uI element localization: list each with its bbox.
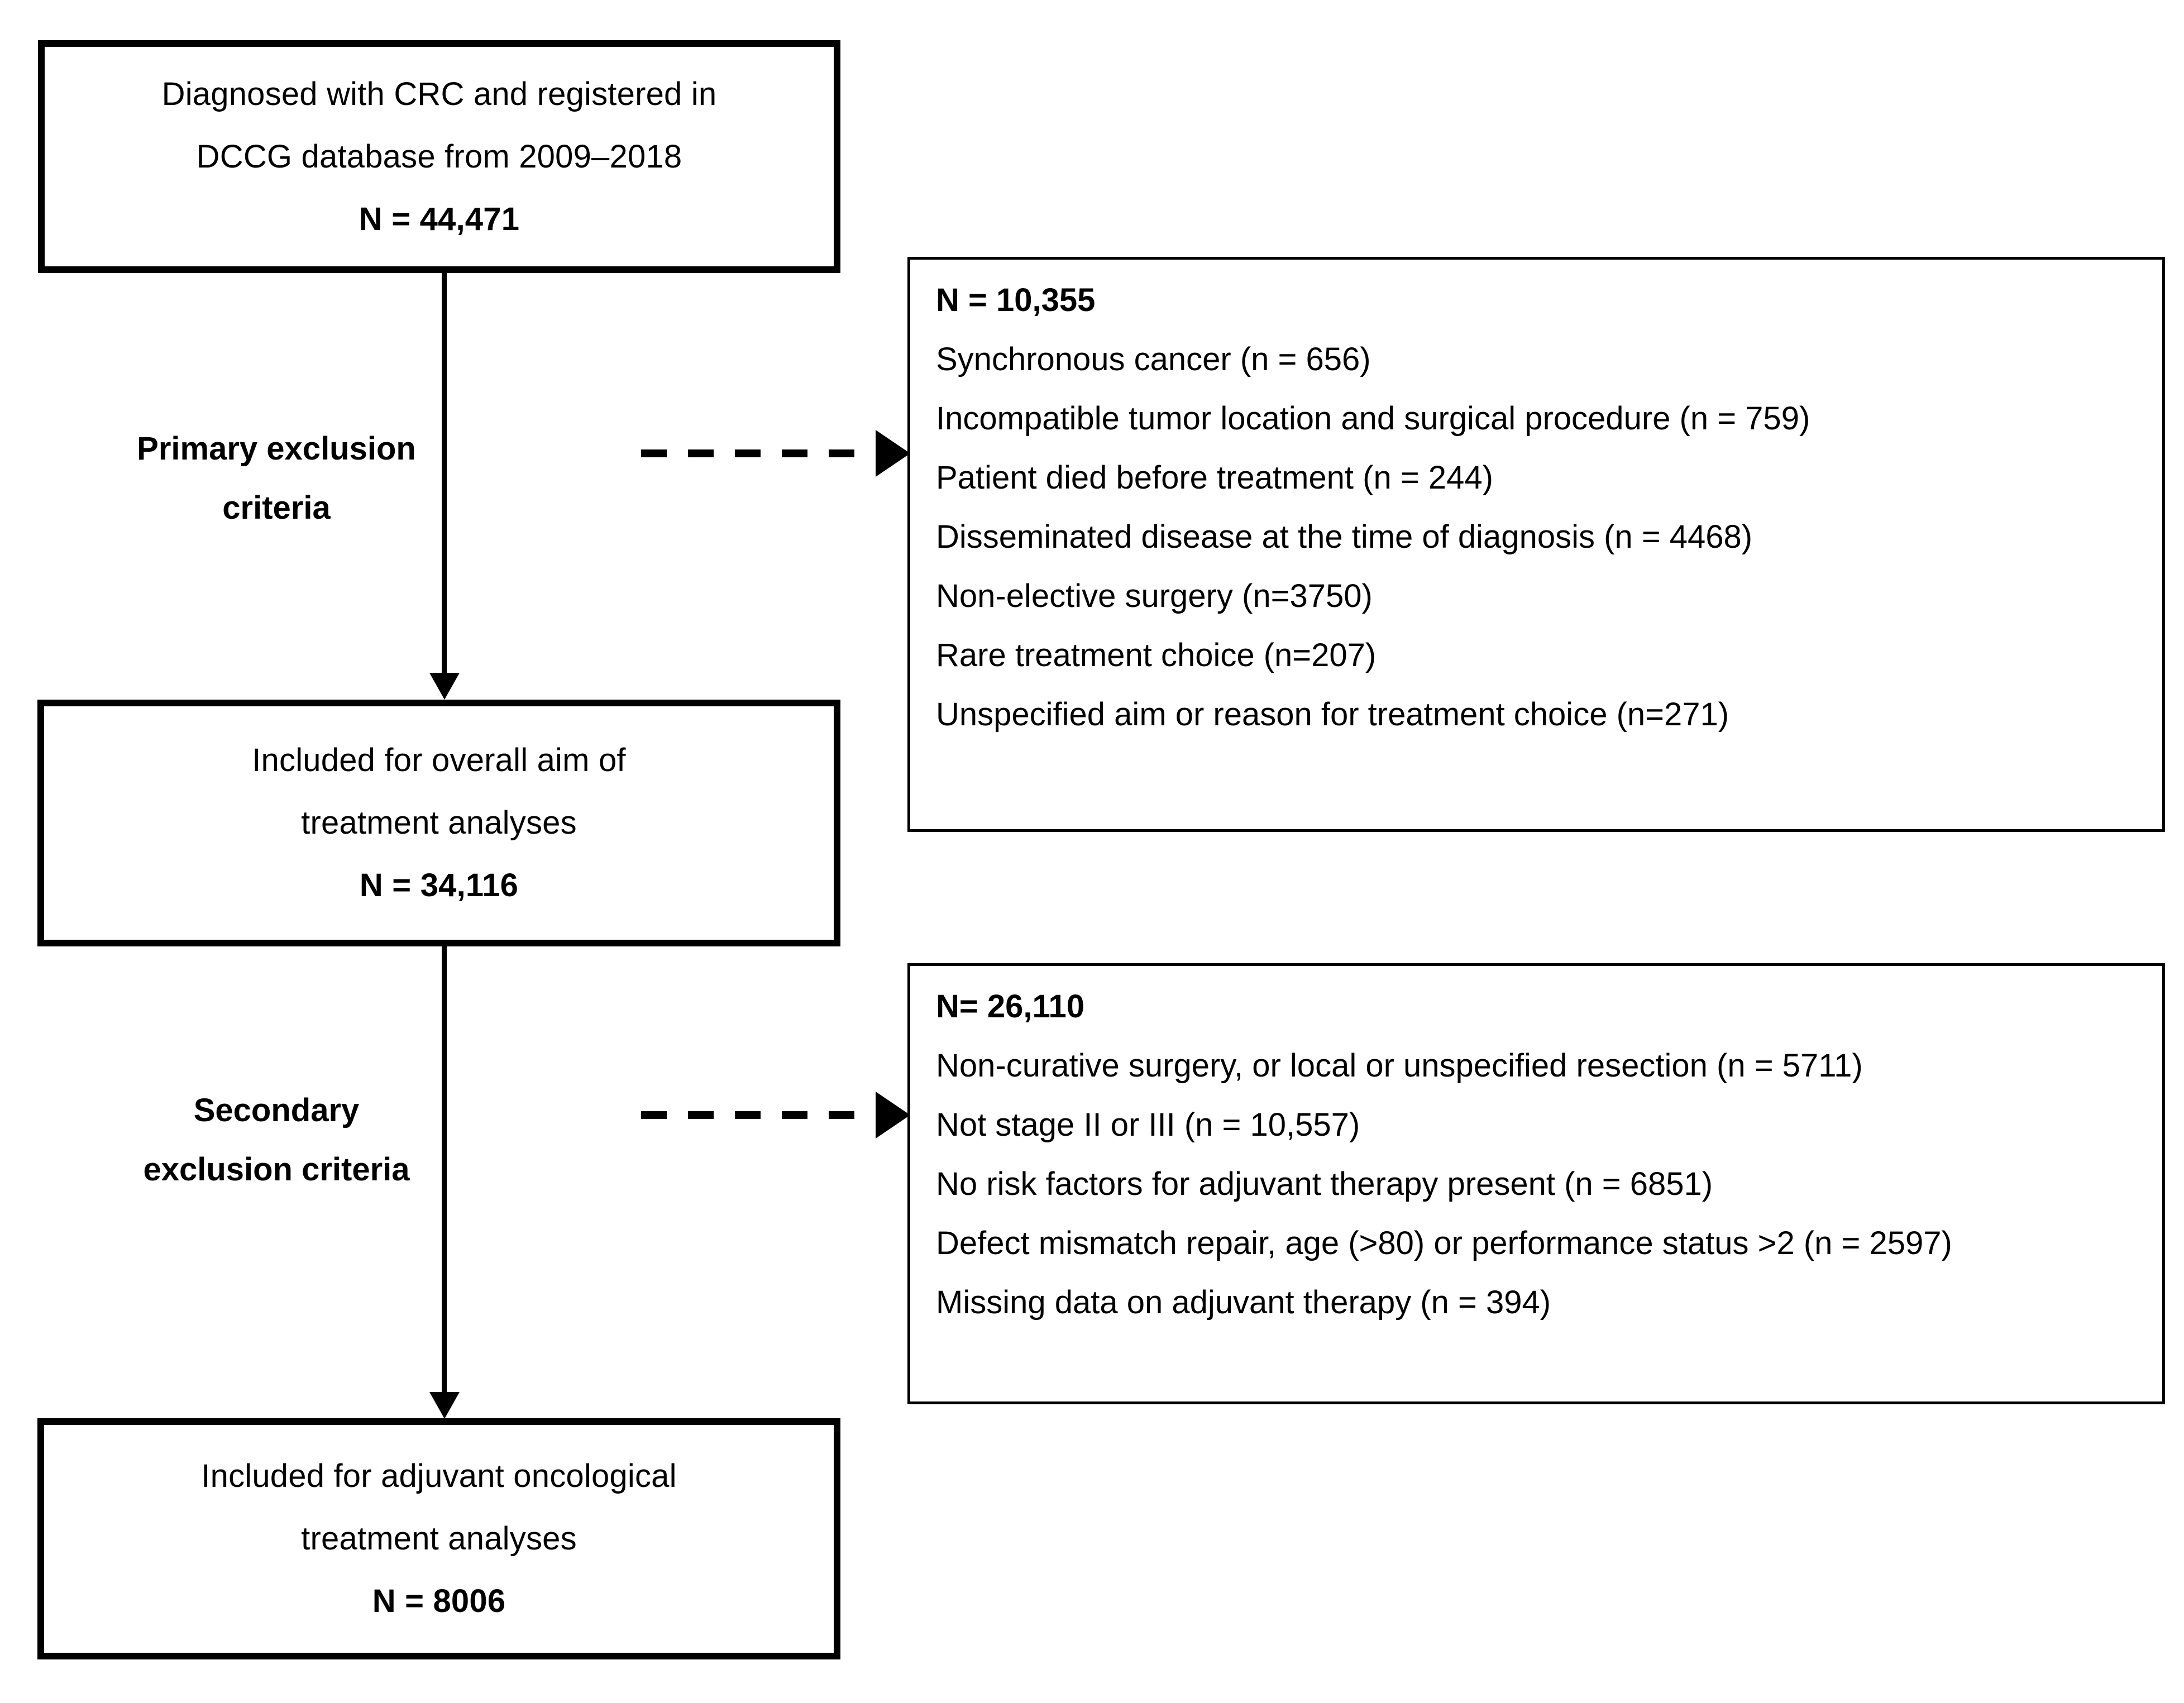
step-label-secondary-line2: exclusion criteria: [143, 1151, 410, 1188]
primary-exclusion-item: Incompatible tumor location and surgical…: [936, 400, 1810, 437]
step-label-primary-line2: criteria: [222, 490, 331, 526]
box-overall-included-count: N = 34,116: [359, 867, 519, 903]
dashed-arrowhead-primary: [876, 430, 910, 477]
box-overall-included-line1: Included for overall aim of: [252, 742, 626, 778]
secondary-exclusion-item: Not stage II or III (n = 10,557): [936, 1107, 1360, 1143]
primary-exclusion-item: Unspecified aim or reason for treatment …: [936, 696, 1729, 733]
connector-line-primary: [442, 273, 447, 674]
secondary-exclusion-item: Non-curative surgery, or local or unspec…: [936, 1047, 1863, 1084]
connector-arrowhead-primary: [429, 673, 460, 700]
primary-exclusion-item: Synchronous cancer (n = 656): [936, 341, 1371, 377]
primary-exclusion-item: Patient died before treatment (n = 244): [936, 460, 1493, 496]
step-label-primary-line1: Primary exclusion: [137, 430, 416, 467]
dashed-connector-secondary: [641, 1111, 904, 1119]
box-source-cohort-count: N = 44,471: [359, 200, 520, 237]
box-adjuvant-included-line2: treatment analyses: [301, 1520, 577, 1557]
box-source-cohort: Diagnosed with CRC and registered in DCC…: [38, 40, 840, 273]
step-label-secondary-exclusion: Secondary exclusion criteria: [112, 1094, 441, 1186]
step-label-secondary-line1: Secondary: [193, 1092, 360, 1128]
secondary-exclusion-total: N= 26,110: [936, 988, 1085, 1025]
box-primary-exclusions: N = 10,355 Synchronous cancer (n = 656) …: [907, 257, 2165, 832]
secondary-exclusion-item: Defect mismatch repair, age (>80) or per…: [936, 1225, 1952, 1261]
primary-exclusion-item: Disseminated disease at the time of diag…: [936, 519, 1753, 555]
secondary-exclusion-item: Missing data on adjuvant therapy (n = 39…: [936, 1284, 1551, 1321]
box-adjuvant-included-count: N = 8006: [372, 1583, 506, 1619]
primary-exclusion-item: Rare treatment choice (n=207): [936, 637, 1377, 673]
primary-exclusion-total: N = 10,355: [936, 282, 1096, 318]
secondary-exclusion-item: No risk factors for adjuvant therapy pre…: [936, 1166, 1713, 1202]
box-secondary-exclusions: N= 26,110 Non-curative surgery, or local…: [907, 963, 2165, 1404]
box-source-cohort-line1: Diagnosed with CRC and registered in: [161, 75, 717, 112]
step-label-primary-exclusion: Primary exclusion criteria: [112, 433, 441, 524]
dashed-arrowhead-secondary: [876, 1092, 910, 1138]
box-adjuvant-included-line1: Included for adjuvant oncological: [201, 1458, 677, 1494]
connector-line-secondary: [442, 946, 447, 1393]
primary-exclusion-item: Non-elective surgery (n=3750): [936, 578, 1373, 614]
connector-arrowhead-secondary: [429, 1392, 460, 1419]
box-overall-included: Included for overall aim of treatment an…: [37, 700, 840, 946]
box-source-cohort-line2: DCCG database from 2009–2018: [196, 138, 682, 175]
box-overall-included-line2: treatment analyses: [301, 805, 577, 841]
box-adjuvant-included: Included for adjuvant oncological treatm…: [37, 1418, 840, 1659]
dashed-connector-primary: [641, 449, 904, 457]
